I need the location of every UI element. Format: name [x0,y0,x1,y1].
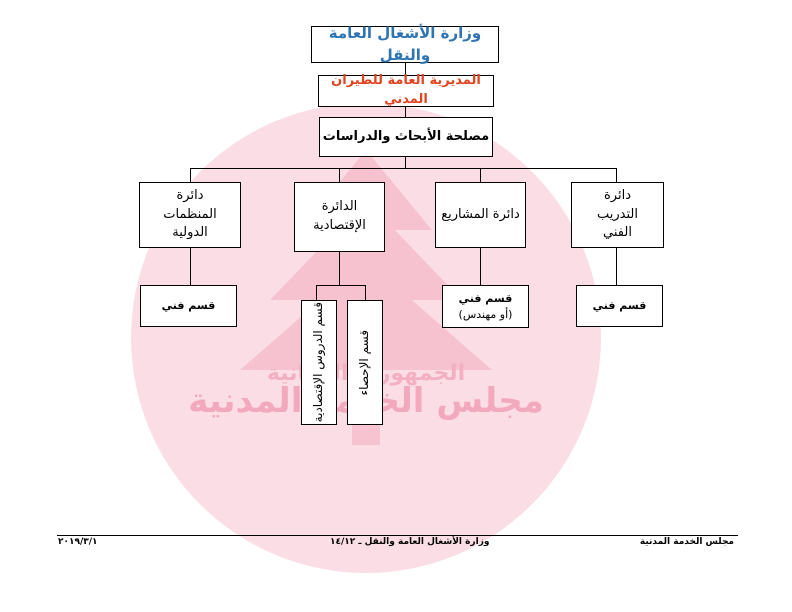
ministry-box: وزارة الأشغال العامة والنقل [311,24,499,64]
footer-right: مجلس الخدمة المدنية [639,537,734,547]
connector-ministry-directorate [405,63,406,75]
connector-projects [480,168,481,182]
economic-sections-bus [316,285,365,286]
footer-center: وزارة الأشغال العامة والنقل ـ ١٤/١٢ [330,537,490,547]
footer-rule [57,535,738,536]
service-box: مصلحة الأبحاث والدراسات [319,117,493,157]
section-economic-studies-box: قسم الدروس الإقتصادية [301,300,337,425]
section-projects-tech-note: (أو مهندس) [458,307,513,321]
section-training-tech-box: قسم فني [576,285,663,327]
section-international-tech-label: قسم فني [161,299,216,313]
department-economic-label: الدائرة الإقتصادية [313,199,366,233]
connector-economic [339,168,340,182]
connector-projects-section [480,248,481,285]
department-international-box: دائرة المنظمات الدولية [139,182,241,248]
section-economic-stats-box: قسم الإحصاء [347,300,383,425]
footer-date: ٢٠١٩/٣/١ [58,537,98,547]
department-projects-box: دائرة المشاريع [435,182,526,248]
directorate-box: المديرية العامة للطيران المدني [318,73,494,107]
section-economic-stats-label: قسم الإحصاء [357,329,372,396]
connector-service-bus [405,157,406,168]
connector-training [616,168,617,182]
department-training-box: دائرة التدريب الفني [571,182,664,248]
connector-economic-sections [339,252,340,285]
connector-training-section [616,248,617,285]
department-international-label: دائرة المنظمات الدولية [163,187,217,241]
section-projects-tech-label: قسم فني [458,291,513,305]
service-title: مصلحة الأبحاث والدراسات [322,128,490,144]
connector-international-section [190,248,191,285]
department-projects-label: دائرة المشاريع [441,206,520,222]
section-international-tech-box: قسم فني [140,285,237,327]
connector-economic-stats [365,285,366,300]
section-projects-tech-box: قسم فني (أو مهندس) [442,285,529,328]
department-training-label: دائرة التدريب الفني [597,187,638,241]
ministry-title: وزارة الأشغال العامة والنقل [328,23,482,64]
department-bus [190,168,616,169]
connector-economic-studies [316,285,317,300]
connector-international [190,168,191,182]
section-economic-studies-label: قسم الدروس الإقتصادية [311,302,326,423]
section-training-tech-label: قسم فني [592,299,647,313]
directorate-title: المديرية العامة للطيران المدني [331,73,481,107]
department-economic-box: الدائرة الإقتصادية [294,182,385,252]
connector-directorate-service [405,107,406,117]
